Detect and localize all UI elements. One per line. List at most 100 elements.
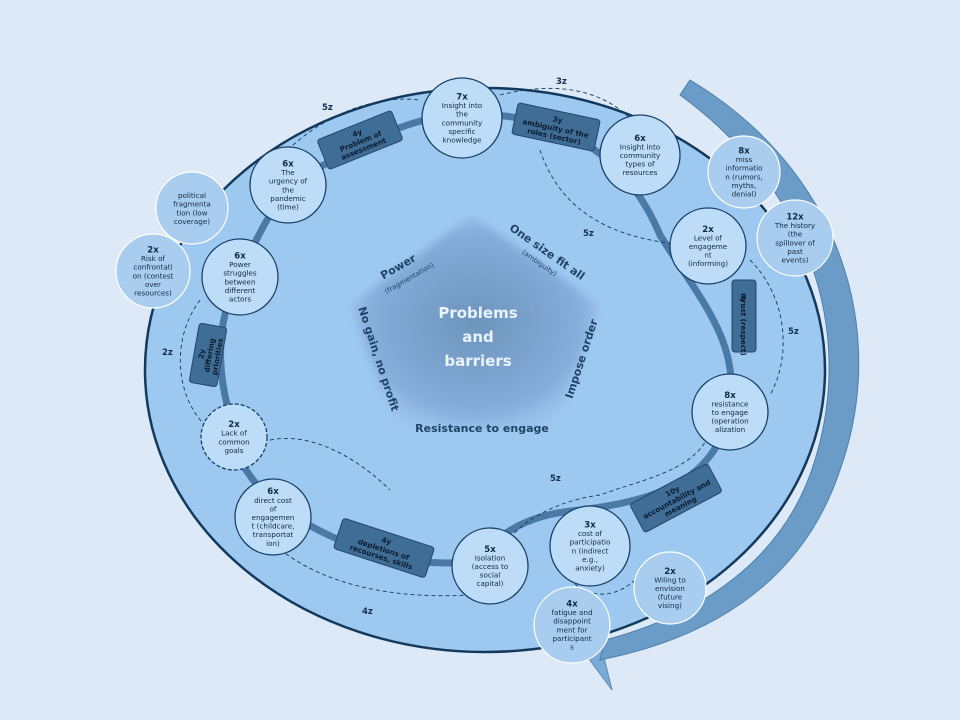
node-circle <box>234 478 312 556</box>
node-label-line: engageme <box>689 242 728 251</box>
node-label-line: miss <box>736 155 753 164</box>
node-circle <box>451 527 529 605</box>
node-count: 2x <box>228 420 240 430</box>
node-label-line: direct cost <box>254 496 292 505</box>
node-label-line: n (rumors, <box>725 172 763 181</box>
node-label-line: actors <box>229 295 252 304</box>
badge-accountability: 10y accountability and meaning <box>630 463 722 533</box>
badge-problem-assessment: 4y Problem of assessment <box>317 110 403 170</box>
dashed-arc-8 <box>269 438 391 491</box>
node-label-line: participatio <box>570 538 611 547</box>
node-label-line: on (contest <box>133 271 174 280</box>
node-circle <box>200 403 268 471</box>
z-label: 4z <box>362 607 373 617</box>
node-label-line: the <box>282 185 294 194</box>
svg-text:trust (respect): trust (respect) <box>739 296 748 355</box>
node-label-line: social <box>480 571 501 580</box>
dashed-arc-3 <box>539 149 691 246</box>
node-label-line: coverage) <box>174 217 210 226</box>
node-circle <box>115 233 191 309</box>
svg-text:6y: 6y <box>739 293 748 303</box>
node-count: 8x <box>724 391 736 401</box>
node-count: 3x <box>584 521 596 531</box>
node-label-line: The history <box>774 221 816 230</box>
node-label-line: Risk of <box>141 254 166 263</box>
node-circle <box>633 551 707 625</box>
node-label-line: disappoint <box>553 617 591 626</box>
node-label-line: fatigue and <box>551 608 592 617</box>
node-count: 12x <box>786 213 804 223</box>
node-label-line: fragmenta <box>173 200 211 209</box>
node-count: 2x <box>147 246 159 256</box>
badge-differing-priorities: 2y differing priorities <box>188 323 228 387</box>
node-label-line: the <box>456 110 468 119</box>
node-label-line: (the <box>788 230 803 239</box>
node-label-line: specific <box>448 127 475 136</box>
node-label-line: t (childcare, <box>252 522 295 531</box>
node-label-line: informatio <box>726 164 763 173</box>
node-label-line: goals <box>224 446 243 455</box>
node-label-line: urgency of <box>269 177 308 186</box>
node-label-line: Insight into <box>442 101 482 110</box>
node-label-line: ment for <box>557 625 588 634</box>
dashed-arc-6 <box>254 524 471 597</box>
node-count: 8x <box>738 147 750 157</box>
node-count: 6x <box>267 487 279 497</box>
svg-text:4y: 4y <box>380 535 392 547</box>
node-circle <box>421 77 503 159</box>
node-label-line: myths, <box>732 181 757 190</box>
node-label-line: alization <box>715 425 745 434</box>
node-label-line: (access to <box>472 562 509 571</box>
node-label-line: events) <box>781 256 808 265</box>
node-circle <box>669 207 747 285</box>
node-label-line: pandemic <box>270 194 306 203</box>
node-count: 4x <box>566 600 578 610</box>
node-count: 7x <box>456 93 468 103</box>
svg-text:2y: 2y <box>196 348 207 359</box>
z-label: 5z <box>788 327 799 337</box>
center-title-3: barriers <box>444 352 511 370</box>
dashed-arc-7 <box>179 299 211 431</box>
node-label-line: different <box>225 286 256 295</box>
node-label-line: struggles <box>223 269 257 278</box>
node-label-line: resources) <box>134 289 172 298</box>
node-label-line: community <box>442 118 483 127</box>
node-label-line: (informing) <box>688 259 728 268</box>
node-label-line: over <box>145 280 161 289</box>
z-label: 5z <box>322 103 333 113</box>
node-count: 6x <box>282 160 294 170</box>
node-label-line: capital) <box>477 579 504 588</box>
node-circle <box>155 171 229 245</box>
node-circle <box>599 114 681 196</box>
node-count: 6x <box>234 252 246 262</box>
node-circle <box>249 146 327 224</box>
node-label-line: cost of <box>578 529 603 538</box>
center-title-2: and <box>462 328 494 346</box>
node-circle <box>707 135 781 209</box>
node-circle <box>201 238 279 316</box>
node-label-line: political <box>178 191 206 200</box>
z-label: 5z <box>550 474 561 484</box>
node-count: 6x <box>634 134 646 144</box>
node-count: 2x <box>664 567 676 577</box>
node-label-line: of <box>270 504 277 513</box>
node-label-line: engagemen <box>252 513 295 522</box>
node-circle <box>533 586 611 664</box>
dashed-arc-4 <box>749 259 784 396</box>
z-label: 3z <box>556 77 567 87</box>
node-label-line: participant <box>552 634 591 643</box>
node-count: 5x <box>484 545 496 555</box>
node-label-line: (time) <box>277 203 299 212</box>
svg-text:Resistance to engage: Resistance to engage <box>415 422 549 435</box>
